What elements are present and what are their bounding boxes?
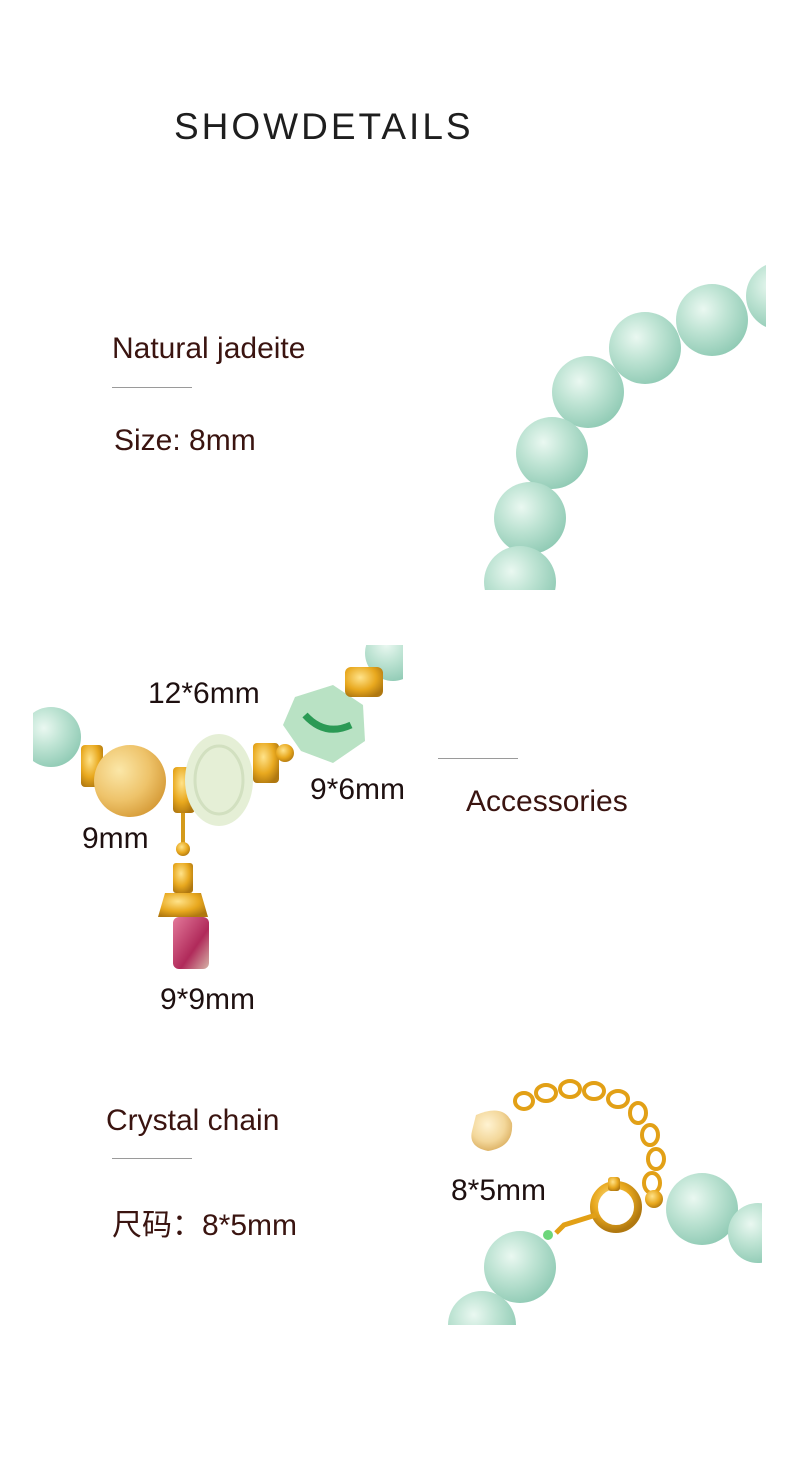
jade-bead-strand-image bbox=[470, 265, 770, 592]
charm-size-label: 8*5mm bbox=[451, 1174, 547, 1207]
accessories-heading: Accessories bbox=[466, 785, 628, 818]
crystal-chain-image bbox=[448, 1079, 762, 1325]
accessories-divider bbox=[438, 758, 518, 759]
jadeite-divider bbox=[112, 387, 192, 388]
hexagon-size-label: 9*6mm bbox=[310, 773, 406, 806]
jadeite-size-text: Size: 8mm bbox=[114, 424, 256, 457]
chain-divider bbox=[112, 1158, 192, 1159]
jadeite-heading: Natural jadeite bbox=[112, 332, 306, 365]
page-title: SHOWDETAILS bbox=[174, 106, 474, 147]
chain-heading: Crystal chain bbox=[106, 1104, 280, 1137]
pendant-size-label: 9*9mm bbox=[160, 983, 256, 1016]
accessories-image bbox=[33, 645, 403, 969]
spacer-size-label: 12*6mm bbox=[148, 677, 260, 710]
chain-size-text: 尺码：8*5mm bbox=[112, 1209, 298, 1242]
round-bead-size-label: 9mm bbox=[82, 822, 149, 855]
